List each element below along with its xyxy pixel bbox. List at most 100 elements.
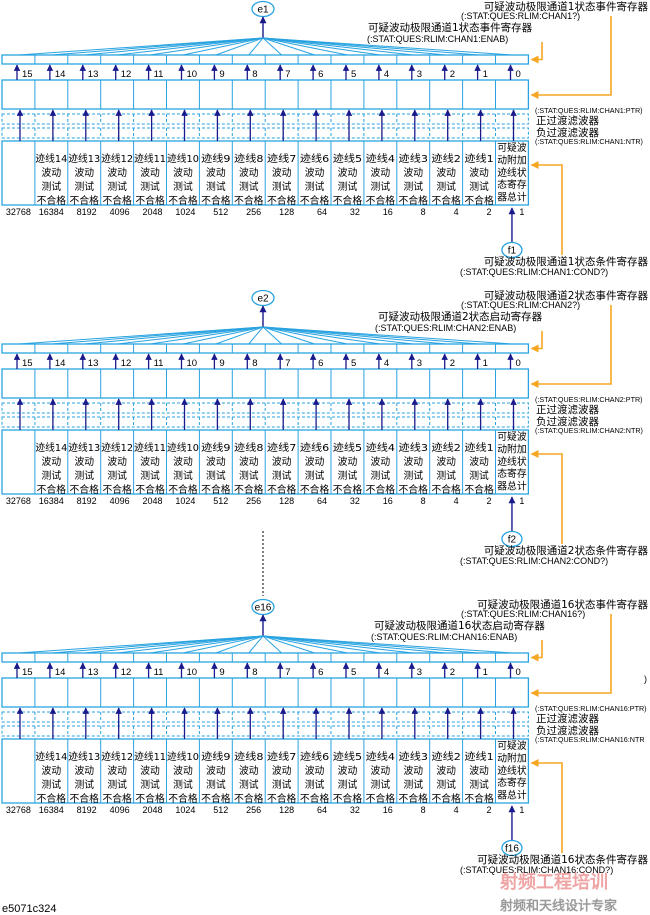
condition-cell-text: 迹线8 xyxy=(234,750,263,763)
summary-fan-lines xyxy=(18,326,512,345)
bit-weight: 2 xyxy=(486,496,491,506)
bit-number: 11 xyxy=(154,69,164,80)
condition-cell-text: 不合格 xyxy=(168,194,197,207)
bit-number: 13 xyxy=(88,667,99,678)
bit-number: 8 xyxy=(252,667,257,678)
bit-number: 11 xyxy=(154,667,164,678)
bit-number: 11 xyxy=(154,358,164,369)
bit-number: 6 xyxy=(318,69,323,80)
condition-cell-text: 不合格 xyxy=(464,792,493,805)
ptr-command: (:STAT:QUES:RLIM:CHAN16:PTR) xyxy=(535,704,647,713)
event-register-name: 可疑波动极限通道1状态事件寄存器 xyxy=(484,0,649,13)
bit-weight: 128 xyxy=(279,496,294,506)
bit-number: 4 xyxy=(384,667,389,678)
condition-cell-text: 迹线6 xyxy=(300,152,329,165)
condition-cell-text: 迹线2 xyxy=(431,152,460,165)
condition-cell-text: 不合格 xyxy=(300,483,329,496)
condition-cell-text: 测试 xyxy=(206,778,226,791)
bit-number: 10 xyxy=(187,69,198,80)
condition-cell-text: 波动 xyxy=(338,455,358,468)
condition-cell-text: 迹线11 xyxy=(134,441,166,454)
enable-register-name: 可疑波动极限通道1状态事件寄存器 xyxy=(368,21,533,34)
condition-cell-text: 态寄存 xyxy=(497,467,526,480)
register-labels: 可疑波动极限通道16状态事件寄存器 (:STAT:QUES:RLIM:CHAN16… xyxy=(371,598,648,875)
condition-node-label: f1 xyxy=(508,246,517,257)
negative-transition-filter-row xyxy=(1,725,529,737)
condition-cell-text: 迹线11 xyxy=(134,750,166,763)
condition-cell-text: 不合格 xyxy=(333,792,362,805)
filter-frame xyxy=(1,711,529,723)
condition-cell-text: 波动 xyxy=(436,764,456,777)
condition-cell-text: 波动 xyxy=(305,455,325,468)
condition-cell-text: 不合格 xyxy=(300,194,329,207)
summary-node-label: e16 xyxy=(255,603,272,614)
event-register-row xyxy=(1,677,530,708)
condition-cell-text: 迹线4 xyxy=(366,750,395,763)
event-register-name: 可疑波动极限通道16状态事件寄存器 xyxy=(477,598,648,611)
bit-weight: 8 xyxy=(421,496,426,506)
fan-line xyxy=(149,37,264,56)
condition-cell-text: 测试 xyxy=(107,469,127,482)
condition-cell-text: 波动 xyxy=(436,166,456,179)
bit-weight: 4096 xyxy=(110,805,130,815)
condition-cell-text: 测试 xyxy=(140,469,160,482)
bit-weight: 256 xyxy=(246,496,261,506)
condition-cell-text: 波动 xyxy=(74,455,94,468)
fan-line xyxy=(149,635,264,654)
bit-number: 0 xyxy=(516,69,521,80)
bit-weight: 16 xyxy=(383,805,393,815)
bit-number: 1 xyxy=(483,358,488,369)
bit-weight: 8 xyxy=(421,805,426,815)
condition-cell-text: 迹线9 xyxy=(201,152,230,165)
condition-cell-text: 态寄存 xyxy=(497,776,526,789)
bit-weight: 8 xyxy=(421,207,426,217)
condition-cell-text: 测试 xyxy=(436,180,456,193)
condition-cell-text: 不合格 xyxy=(70,483,99,496)
condition-register-row xyxy=(1,738,530,804)
event-register-row xyxy=(1,368,530,399)
condition-register-pointer xyxy=(530,161,563,255)
negative-transition-filter-row xyxy=(1,127,529,139)
bit-weight: 64 xyxy=(317,805,327,815)
negative-transition-filter-row xyxy=(1,416,529,428)
condition-cell-text: 迹线状 xyxy=(497,166,526,179)
condition-cell-text: 迹线12 xyxy=(101,152,133,165)
condition-cell-text: 波动 xyxy=(42,764,62,777)
condition-cell-text: 动附加 xyxy=(497,751,526,764)
fan-line xyxy=(117,37,264,56)
condition-cell-text: 不合格 xyxy=(135,792,164,805)
condition-cell-text: 不合格 xyxy=(102,194,131,207)
condition-cell-text: 迹线12 xyxy=(101,750,133,763)
fan-line xyxy=(84,37,264,56)
enable-register-command: (:STAT:QUES:RLIM:CHAN16:ENAB) xyxy=(371,632,517,642)
condition-cell-text: 波动 xyxy=(173,455,193,468)
condition-cell-text: 测试 xyxy=(42,469,62,482)
condition-cell-text: 迹线9 xyxy=(201,750,230,763)
enable-register-row xyxy=(1,652,530,663)
condition-cell-text: 不合格 xyxy=(168,792,197,805)
condition-cell-text: 测试 xyxy=(239,180,259,193)
condition-cell-text: 迹线7 xyxy=(267,152,296,165)
fan-line xyxy=(215,37,264,56)
condition-node-ellipse xyxy=(501,241,523,259)
bit-weight: 1024 xyxy=(175,207,195,217)
filter-frame xyxy=(1,402,529,414)
condition-cell-text: 波动 xyxy=(140,166,160,179)
bit-weight: 256 xyxy=(246,805,261,815)
positive-transition-filter-row xyxy=(1,711,529,723)
positive-transition-filter-row xyxy=(1,113,529,125)
bit-weight: 2048 xyxy=(142,496,162,506)
